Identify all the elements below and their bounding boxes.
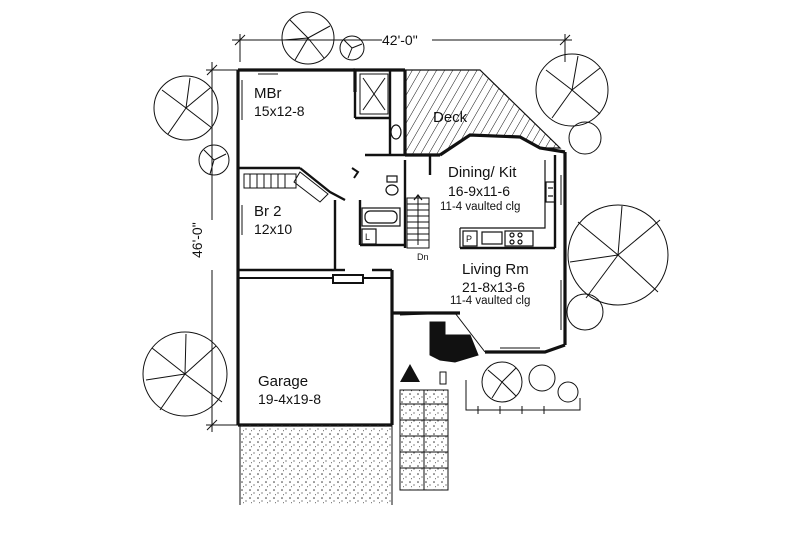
deck-name: Deck	[433, 109, 468, 126]
kitchen-counters	[459, 160, 556, 248]
garden-rail	[465, 380, 581, 414]
walkway-pavers	[400, 390, 448, 490]
driveway	[240, 425, 392, 505]
entry-marker	[400, 364, 420, 382]
bathroom-fixtures	[351, 124, 402, 227]
garage-walls	[238, 274, 392, 284]
garage-size: 19-4x19-8	[258, 391, 322, 407]
tree-top-left	[281, 11, 335, 65]
stairs	[406, 194, 430, 249]
tree-front-3	[557, 381, 579, 403]
living-rm-name: Living Rm	[462, 261, 529, 278]
tree-right-small	[568, 121, 602, 155]
br2-name: Br 2	[254, 203, 282, 220]
trees	[142, 11, 669, 417]
entry-step	[439, 371, 447, 385]
tree-front-1	[481, 361, 523, 403]
fireplace-hearth	[399, 312, 486, 353]
stairs-down-label: Dn	[417, 252, 429, 262]
fireplace	[429, 321, 479, 363]
living-rm-size: 21-8x13-6	[462, 279, 526, 295]
laundry-label: L	[365, 232, 371, 242]
windows	[241, 73, 562, 349]
tree-left-lower	[142, 331, 228, 417]
dining-kit-size: 16-9x11-6	[448, 183, 511, 199]
tree-right-lower	[567, 204, 669, 306]
overall-width-label: 42'-0"	[382, 32, 418, 48]
living-rm-ceiling-note: 11-4 vaulted clg	[450, 295, 531, 307]
tree-left-mid	[198, 144, 230, 176]
tree-right-bottom	[566, 293, 604, 331]
br2-size: 12x10	[254, 221, 293, 237]
dining-kit-ceiling-note: 11-4 vaulted clg	[440, 201, 521, 213]
mbr-name: MBr	[254, 85, 282, 102]
laundry-box	[361, 228, 377, 245]
garage-name: Garage	[258, 373, 309, 390]
pantry-label: P	[466, 234, 473, 244]
mbr-size: 15x12-8	[254, 103, 305, 119]
overall-depth-label: 46'-0"	[189, 222, 205, 258]
depth-dimension-line	[206, 62, 238, 432]
tree-left-upper	[153, 75, 219, 141]
closets	[243, 73, 389, 203]
dining-kit-name: Dining/ Kit	[448, 164, 517, 181]
tree-right-upper	[535, 53, 609, 127]
tree-front-2	[528, 364, 556, 392]
tree-top-small	[339, 35, 365, 61]
